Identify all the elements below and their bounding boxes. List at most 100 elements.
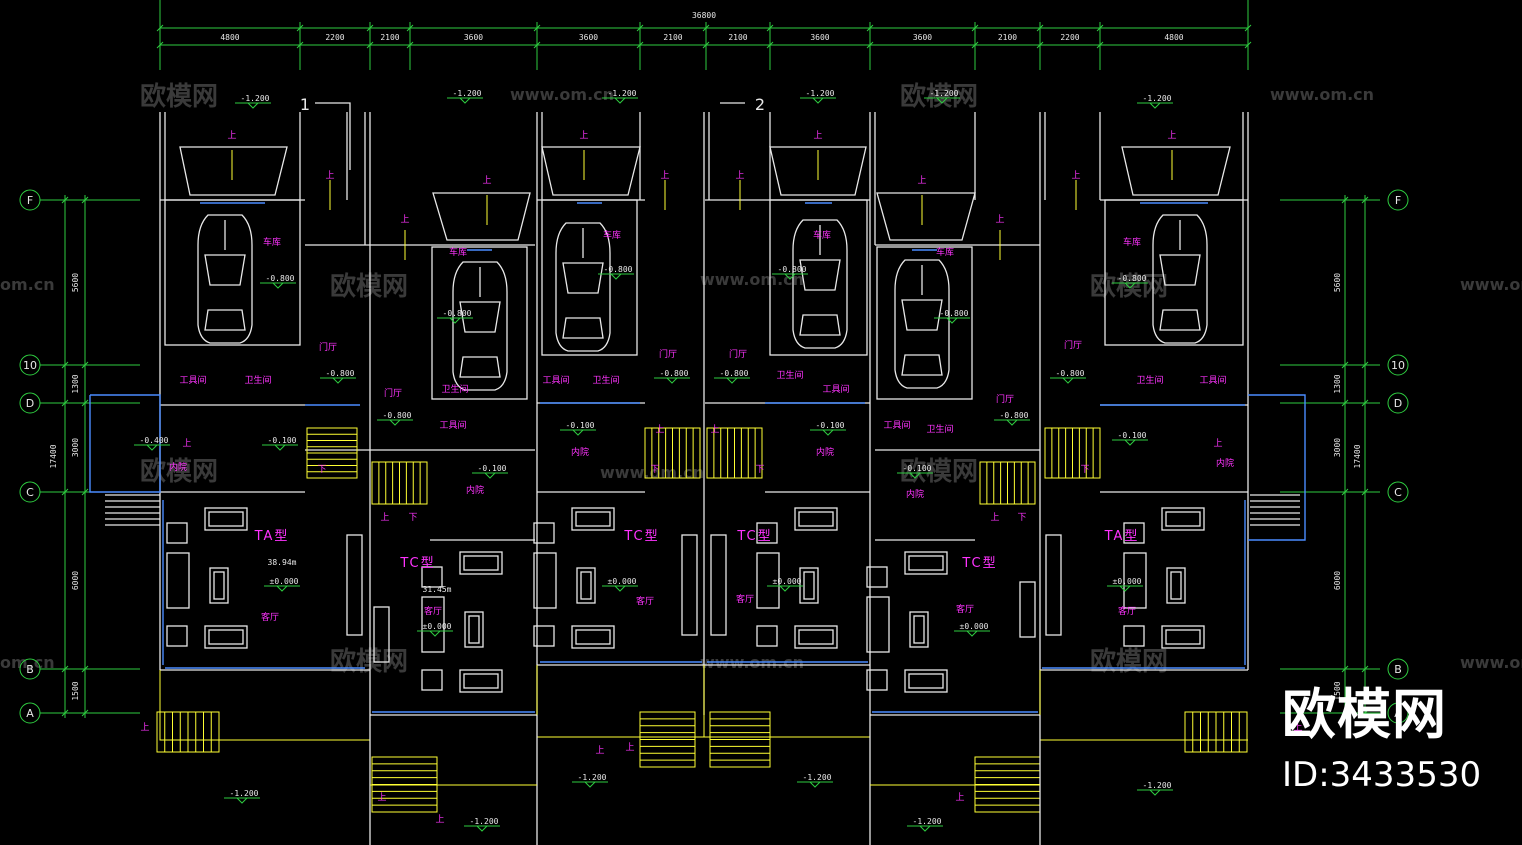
stair bbox=[306, 427, 358, 479]
axis-bubble bbox=[1387, 392, 1409, 414]
sofa bbox=[204, 625, 248, 649]
level-value: ±0.000 bbox=[423, 622, 452, 631]
stair-up-label: 上 bbox=[625, 742, 634, 753]
room-label-bath: 卫生间 bbox=[1136, 374, 1163, 386]
level-triangle bbox=[389, 419, 401, 426]
stair-up-label: 上 bbox=[380, 512, 389, 523]
dimension-slash bbox=[1361, 196, 1369, 204]
coffee-table bbox=[909, 611, 929, 648]
stair bbox=[706, 427, 763, 479]
sofa-cushion bbox=[908, 555, 944, 571]
room-label-courtyard: 内院 bbox=[466, 484, 484, 496]
coffee-table-inner bbox=[213, 571, 225, 600]
tv-cabinet bbox=[1045, 534, 1062, 636]
level-triangle bbox=[822, 429, 834, 436]
level-triangle bbox=[966, 630, 978, 637]
watermark-cn: 欧模网 bbox=[900, 456, 978, 487]
level-value: -0.100 bbox=[478, 464, 507, 473]
level-marker: -0.400 bbox=[134, 436, 170, 451]
level-value: -0.100 bbox=[1118, 431, 1147, 440]
dimension-slash bbox=[866, 24, 874, 32]
garage-room bbox=[541, 199, 638, 356]
room-label-tool: 工具间 bbox=[883, 419, 910, 431]
level-marker: -1.200 bbox=[224, 789, 260, 804]
living-furniture bbox=[533, 507, 615, 649]
stair-up-label: 上 bbox=[400, 214, 409, 225]
room-label-bath: 卫生间 bbox=[441, 383, 468, 395]
level-value: -0.100 bbox=[268, 436, 297, 445]
room-label-living: 客厅 bbox=[1118, 605, 1136, 617]
brand-logo-text: 欧模网 bbox=[1282, 683, 1447, 746]
level-marker: -0.800 bbox=[654, 369, 690, 384]
side-dimension: 1500 bbox=[71, 681, 80, 700]
level-marker: -0.800 bbox=[598, 265, 634, 280]
dimension-slash bbox=[61, 665, 69, 673]
dimension-slash bbox=[1036, 24, 1044, 32]
stair bbox=[639, 711, 696, 768]
room-label-garage: 车库 bbox=[936, 246, 954, 258]
dimension-slash bbox=[1341, 665, 1349, 673]
coffee-table bbox=[464, 611, 484, 648]
level-marker: -1.200 bbox=[447, 89, 483, 104]
coffee-table-inner bbox=[1170, 571, 1182, 600]
segment-dimension: 3600 bbox=[464, 33, 483, 42]
section-line bbox=[315, 102, 351, 170]
level-marker: -1.200 bbox=[235, 94, 271, 109]
dimension-slash bbox=[702, 24, 710, 32]
stair-up-label: 上 bbox=[995, 214, 1004, 225]
watermark-url: www.om.cn bbox=[1460, 275, 1522, 294]
level-value: -1.200 bbox=[1143, 94, 1172, 103]
sofa-cushion bbox=[463, 555, 499, 571]
axis-bubble bbox=[19, 189, 41, 211]
stair-up-label: 上 bbox=[579, 130, 588, 141]
level-value: -0.800 bbox=[326, 369, 355, 378]
sofa-cushion bbox=[908, 673, 944, 689]
dimension-slash bbox=[61, 361, 69, 369]
stair-up-label: 上 bbox=[710, 424, 719, 435]
level-triangle bbox=[1062, 377, 1074, 384]
level-value: -0.800 bbox=[604, 265, 633, 274]
level-marker: -0.100 bbox=[810, 421, 846, 436]
level-marker: -1.200 bbox=[1137, 94, 1173, 109]
level-marker: -0.100 bbox=[1112, 431, 1148, 446]
axis-bubble bbox=[1387, 354, 1409, 376]
level-triangle bbox=[812, 97, 824, 104]
side-sofa bbox=[756, 552, 780, 609]
level-triangle bbox=[572, 429, 584, 436]
area-label: 31.45m bbox=[423, 585, 452, 594]
side-dimension: 5600 bbox=[1333, 273, 1342, 292]
stair-up-label: 上 bbox=[955, 792, 964, 803]
stair-up-label: 上 bbox=[140, 722, 149, 733]
sofa bbox=[794, 625, 838, 649]
level-value: ±0.000 bbox=[960, 622, 989, 631]
room-label-living: 客厅 bbox=[736, 593, 754, 605]
stair-up-label: 上 bbox=[813, 130, 822, 141]
level-triangle bbox=[666, 377, 678, 384]
car-icon bbox=[792, 219, 848, 349]
room-label-living: 客厅 bbox=[956, 603, 974, 615]
room-label-bath: 卫生间 bbox=[926, 423, 953, 435]
room-label-courtyard: 内院 bbox=[169, 461, 187, 473]
sofa bbox=[1161, 507, 1205, 531]
room-label-garage: 车库 bbox=[449, 246, 467, 258]
level-value: -0.800 bbox=[720, 369, 749, 378]
car-windshield bbox=[459, 301, 501, 333]
level-value: -0.800 bbox=[660, 369, 689, 378]
level-value: -1.200 bbox=[453, 89, 482, 98]
watermark-url: www.om.cn bbox=[700, 270, 804, 289]
axis-label: D bbox=[1394, 397, 1402, 410]
area-label: 38.94m bbox=[268, 558, 297, 567]
level-triangle bbox=[936, 97, 948, 104]
car-body bbox=[894, 259, 950, 389]
room-label-entry: 门厅 bbox=[384, 387, 402, 399]
side-dimension: 1300 bbox=[71, 374, 80, 393]
car-icon bbox=[1152, 214, 1208, 344]
side-sofa bbox=[1123, 552, 1147, 609]
axis-bubble bbox=[1387, 658, 1409, 680]
axis-bubble bbox=[19, 392, 41, 414]
level-value: -1.200 bbox=[1143, 781, 1172, 790]
dimension-slash bbox=[61, 399, 69, 407]
garage-ramp bbox=[1121, 146, 1231, 196]
car-body bbox=[555, 222, 611, 352]
sofa bbox=[794, 507, 838, 531]
